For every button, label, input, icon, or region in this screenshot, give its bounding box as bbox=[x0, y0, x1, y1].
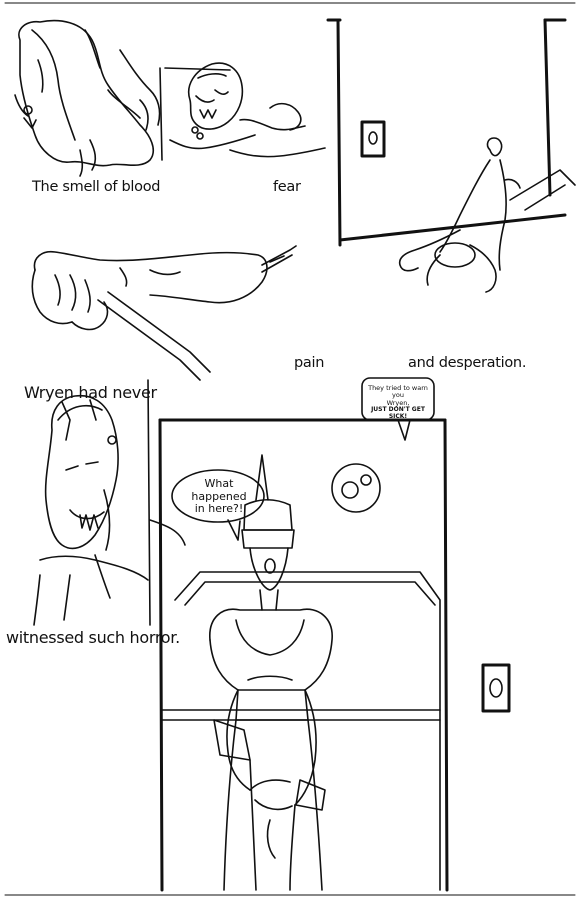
speech-line-2: in here?! bbox=[194, 502, 244, 516]
panel-zombie-head bbox=[159, 62, 326, 161]
caption-fear: fear bbox=[273, 179, 301, 195]
speech-balloon-warning: They tried to warn you Wryen, JUST DON'T… bbox=[368, 384, 428, 421]
caption-desperation: and desperation. bbox=[408, 355, 527, 371]
warning-line-2: Wryen, bbox=[386, 398, 410, 407]
panel-armored-figure bbox=[158, 418, 511, 892]
panel-hand bbox=[31, 245, 297, 381]
caption-wryen-had-never: Wryen had never bbox=[24, 383, 157, 402]
caption-witnessed-such-horror: witnessed such horror. bbox=[6, 628, 180, 647]
panel-zombie-portrait bbox=[33, 379, 186, 626]
speech-balloon-warning-shape bbox=[361, 377, 435, 441]
speech-line-1: What happened bbox=[191, 477, 247, 503]
warning-line-1: They tried to warn you bbox=[368, 384, 428, 400]
panel-seated-figure bbox=[326, 18, 576, 293]
caption-smell-of-blood: The smell of blood bbox=[32, 179, 161, 195]
panel-body-lying bbox=[14, 19, 161, 177]
caption-pain: pain bbox=[294, 355, 325, 371]
speech-balloon-what-happened-shape bbox=[171, 469, 265, 541]
warning-line-3: JUST DON'T GET SICK! bbox=[371, 406, 425, 421]
speech-balloon-what-happened: What happened in here?! bbox=[176, 477, 262, 516]
